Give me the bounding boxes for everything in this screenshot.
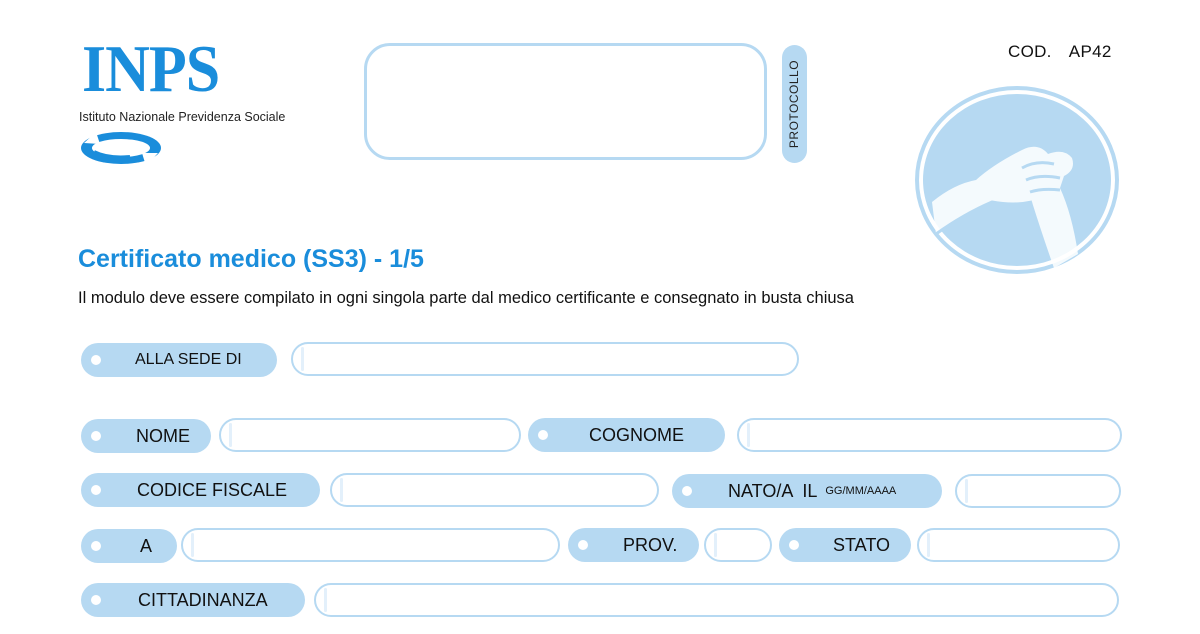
circle-dot-icon [88,538,104,554]
codice-fiscale-label: CODICE FISCALE [81,473,320,507]
inps-arrows-icon [78,126,164,177]
circle-dot-icon [88,352,104,368]
protocol-label: PROTOCOLLO [787,59,802,149]
prov-label: PROV. [568,528,699,562]
a-label: A [81,529,177,563]
prov-field[interactable] [704,528,772,562]
stato-label: STATO [779,528,911,562]
inps-logo: INPS [82,32,220,107]
codice-fiscale-field[interactable] [330,473,659,507]
circle-dot-icon [88,592,104,608]
nome-label: NOME [81,419,211,453]
nato-il-field[interactable] [955,474,1121,508]
protocol-tab [782,45,807,163]
nato-il-label: NATO/A IL GG/MM/AAAA [672,474,942,508]
nome-field[interactable] [219,418,521,452]
handshake-emblem-icon [914,84,1120,281]
a-field[interactable] [181,528,560,562]
cittadinanza-label: CITTADINANZA [81,583,305,617]
stato-field[interactable] [917,528,1120,562]
circle-dot-icon [575,537,591,553]
form-code: COD. AP42 [1008,42,1112,61]
alla-sede-di-field[interactable] [291,342,799,376]
protocol-label-wrap: PROTOCOLLO [782,45,807,163]
circle-dot-icon [88,482,104,498]
cittadinanza-field[interactable] [314,583,1119,617]
logo-subtitle: Istituto Nazionale Previdenza Sociale [79,110,286,124]
circle-dot-icon [786,537,802,553]
cognome-label: COGNOME [528,418,725,452]
cognome-field[interactable] [737,418,1122,452]
alla-sede-di-label: ALLA SEDE DI [81,343,277,377]
page-title: Certificato medico (SS3) - 1/5 [78,245,424,273]
circle-dot-icon [679,483,695,499]
circle-dot-icon [88,428,104,444]
protocol-box [364,43,767,160]
page-subtitle: Il modulo deve essere compilato in ogni … [78,289,854,307]
circle-dot-icon [535,427,551,443]
date-format-hint: GG/MM/AAAA [825,485,897,497]
